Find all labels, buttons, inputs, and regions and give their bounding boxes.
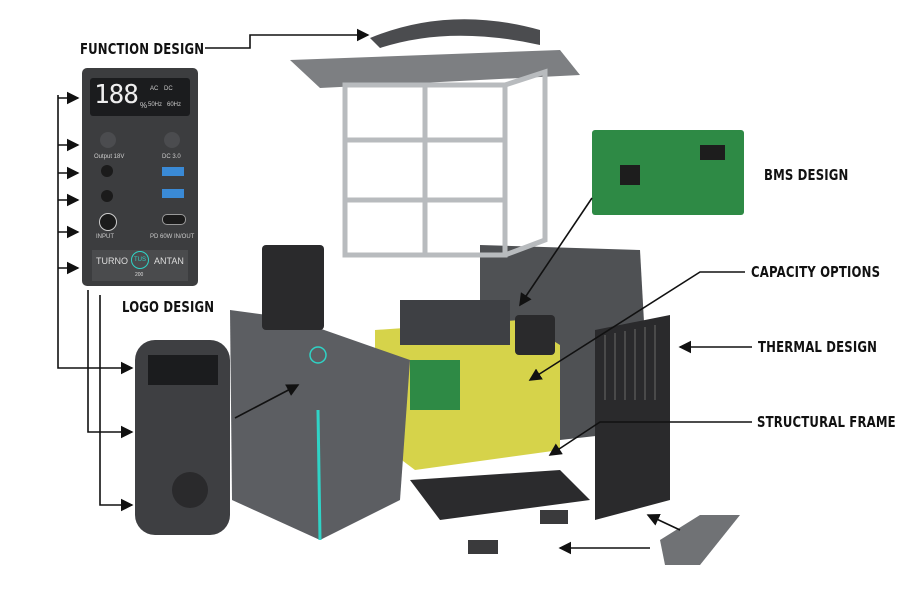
foot xyxy=(540,510,568,524)
handle xyxy=(370,19,540,48)
label-thermal-design: THERMAL DESIGN xyxy=(758,338,878,356)
control-panel: 188 % AC DC 50Hz 60Hz Output 18V DC 3.0 … xyxy=(82,68,198,286)
heatsink-panel xyxy=(595,315,670,520)
logo-right-text: ANTAN xyxy=(154,256,184,266)
bms-board xyxy=(592,130,744,215)
accent-light-strip xyxy=(316,409,322,541)
input-port xyxy=(99,213,117,231)
battery-pcb xyxy=(410,360,460,410)
foot xyxy=(468,540,498,554)
hz60-indicator: 60Hz xyxy=(167,102,182,108)
label-structural-frame: STRUCTURAL FRAME xyxy=(757,413,896,431)
output-label: Output 18V xyxy=(94,154,125,160)
light-button[interactable] xyxy=(100,132,116,148)
shell-logo-ring xyxy=(309,346,327,364)
brand-logo: TURNO TUS ANTAN 200 xyxy=(92,250,188,281)
logo-center-text: TUS xyxy=(131,251,149,269)
usb-c-port xyxy=(162,214,186,225)
top-cover xyxy=(290,50,580,88)
dc-port xyxy=(101,190,113,202)
logo-sub-text: 200 xyxy=(135,272,144,278)
metal-frame xyxy=(342,68,548,258)
foot-large xyxy=(660,515,740,565)
dc-port xyxy=(101,165,113,177)
pd-label: PD 60W IN/OUT xyxy=(150,234,195,240)
ac-indicator: AC xyxy=(150,86,159,92)
power-button[interactable] xyxy=(164,132,180,148)
label-function-design: FUNCTION DESIGN xyxy=(80,40,205,58)
lcd-display: 188 % AC DC 50Hz 60Hz xyxy=(90,78,190,116)
callout-arrows xyxy=(57,28,752,555)
base-plate xyxy=(410,470,590,520)
battery-pack xyxy=(375,320,560,470)
dc-indicator: DC xyxy=(164,86,173,92)
input-label: INPUT xyxy=(96,234,114,240)
battery-components xyxy=(400,300,510,345)
hz50-indicator: 50Hz xyxy=(148,102,163,108)
logo-left-text: TURNO xyxy=(96,256,128,266)
small-fan xyxy=(515,315,555,355)
label-bms-design: BMS DESIGN xyxy=(764,166,849,184)
fan-module xyxy=(262,245,324,330)
usb-label: DC 3.0 xyxy=(162,154,181,160)
percent-sign: % xyxy=(140,101,148,110)
usb-a-port xyxy=(162,167,184,176)
usb-a-port xyxy=(162,189,184,198)
front-shell xyxy=(230,310,410,540)
label-capacity-options: CAPACITY OPTIONS xyxy=(751,263,881,281)
label-logo-design: LOGO DESIGN xyxy=(122,298,215,316)
display-value: 188 xyxy=(94,80,139,110)
